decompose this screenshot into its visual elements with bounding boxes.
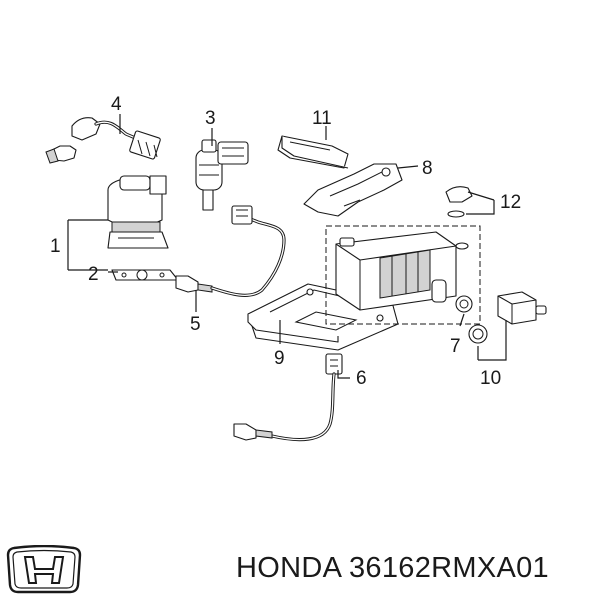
part-10-vent-valve[interactable] [468, 291, 547, 344]
callout-numbers: 4 3 11 8 12 1 2 5 9 7 6 10 [50, 94, 521, 389]
callout-12: 12 [500, 192, 521, 213]
part-7-canister[interactable] [325, 225, 481, 325]
callout-2: 2 [88, 264, 99, 285]
part-3-solenoid-valve[interactable] [195, 139, 249, 211]
callout-4: 4 [111, 94, 122, 115]
leader-lines [67, 114, 507, 379]
part-5-oxygen-sensor[interactable] [175, 205, 286, 297]
part-11-cover[interactable] [277, 135, 349, 169]
part-6-oxygen-sensor[interactable] [233, 353, 343, 442]
callout-11: 11 [312, 108, 332, 129]
callout-7: 7 [450, 336, 461, 357]
part-4-oxygen-sensor[interactable] [45, 117, 161, 164]
callout-8: 8 [422, 158, 433, 179]
callout-3: 3 [205, 108, 216, 129]
part-2-gasket[interactable] [111, 269, 179, 281]
callout-10: 10 [480, 368, 501, 389]
part-number: 36162RMXA01 [349, 552, 549, 584]
honda-h-logo-icon [6, 545, 82, 594]
part-1-egr-valve[interactable] [107, 175, 169, 249]
callout-6: 6 [356, 368, 367, 389]
part-caption: HONDA 36162RMXA01 [236, 552, 549, 585]
callout-5: 5 [190, 314, 201, 335]
brand-name: HONDA [236, 552, 341, 584]
part-8-bracket[interactable] [303, 163, 403, 217]
callout-1: 1 [50, 236, 61, 257]
callout-9: 9 [274, 348, 285, 369]
part-12-clip[interactable] [445, 186, 473, 218]
